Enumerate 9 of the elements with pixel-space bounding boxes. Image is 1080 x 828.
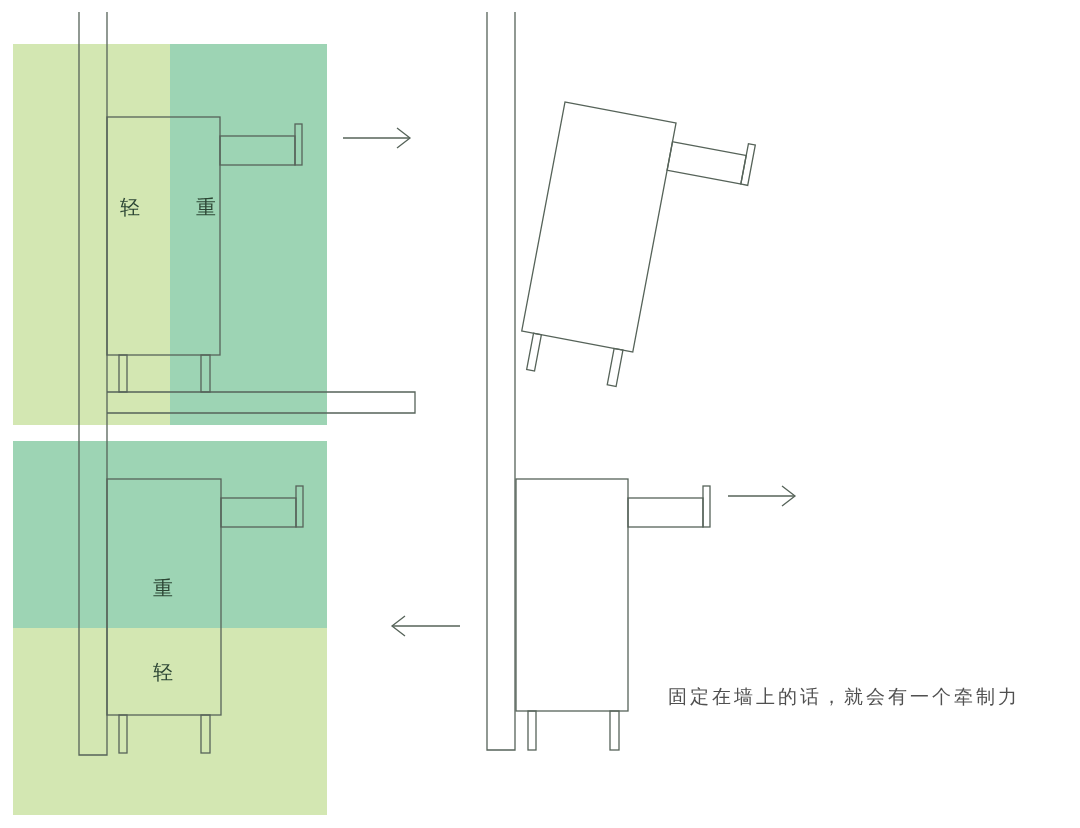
shaded-zone	[13, 628, 327, 815]
note-text: 固定在墙上的话，就会有一个牵制力	[668, 687, 1020, 706]
zone-label: 轻	[153, 662, 173, 682]
zone-label: 重	[153, 578, 173, 598]
shaded-zone	[13, 44, 170, 425]
zone-label: 重	[196, 197, 216, 217]
zone-label: 轻	[120, 197, 140, 217]
shaded-zone	[170, 44, 327, 425]
shaded-zone	[13, 441, 327, 628]
